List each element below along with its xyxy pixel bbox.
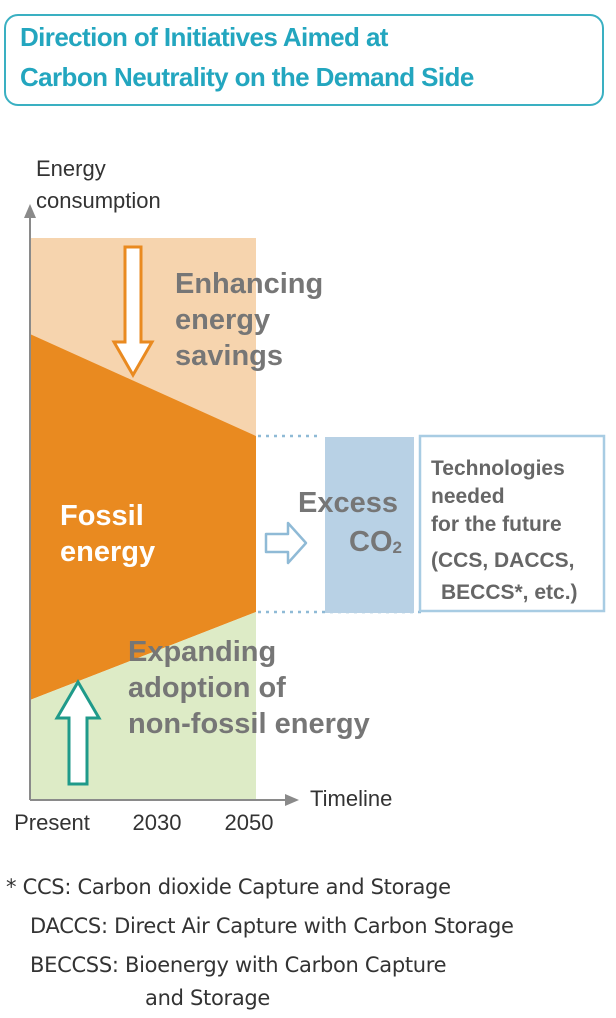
note-daccs: DACCS: Direct Air Capture with Carbon St…: [30, 914, 514, 938]
nonfossil-label-line-2: adoption of: [128, 672, 286, 704]
tick-2050: 2050: [225, 810, 274, 835]
savings-label-line-2: energy: [175, 304, 270, 336]
y-axis-label-line-2: consumption: [36, 188, 161, 213]
x-axis-arrowhead: [285, 794, 299, 806]
nonfossil-label-line-1: Expanding: [128, 636, 276, 668]
energy-savings-region: [30, 238, 256, 436]
co2-subscript: 2: [393, 538, 402, 557]
tick-present: Present: [14, 810, 90, 835]
tech-line-1: Technologies: [431, 457, 565, 480]
down-arrow-icon: [111, 245, 155, 379]
note-ccs: * CCS: Carbon dioxide Capture and Storag…: [6, 875, 451, 899]
excess-label: Excess: [298, 487, 398, 519]
tech-line-2: needed: [431, 485, 505, 508]
tech-line-3: for the future: [431, 513, 562, 536]
note-beccss-line-2: and Storage: [145, 986, 271, 1010]
note-beccss-line-1: BECCSS: Bioenergy with Carbon Capture: [30, 953, 447, 977]
title-line-1: Direction of Initiatives Aimed at: [20, 22, 388, 52]
title-box: Direction of Initiatives Aimed at Carbon…: [4, 14, 604, 106]
tick-2030: 2030: [133, 810, 182, 835]
y-axis-label-line-1: Energy: [36, 156, 106, 181]
savings-label-line-3: savings: [175, 340, 283, 372]
fossil-label-line-2: energy: [60, 536, 155, 568]
tech-line-5: BECCS*, etc.): [441, 581, 578, 604]
x-axis-label: Timeline: [310, 786, 392, 811]
y-axis-arrowhead: [24, 204, 36, 218]
up-arrow-icon: [54, 679, 102, 786]
title-line-2: Carbon Neutrality on the Demand Side: [20, 62, 474, 92]
technologies-box: [418, 434, 606, 613]
excess-co2-box: [325, 437, 414, 613]
tech-line-4: (CCS, DACCS,: [431, 549, 575, 572]
co2-label: CO2: [349, 526, 402, 558]
fossil-label-line-1: Fossil: [60, 500, 144, 532]
nonfossil-label-line-3: non-fossil energy: [128, 708, 370, 740]
fossil-energy-region: [30, 334, 256, 700]
savings-label-line-1: Enhancing: [175, 268, 323, 300]
right-arrow-icon: [264, 521, 308, 565]
co2-main: CO: [349, 526, 393, 558]
